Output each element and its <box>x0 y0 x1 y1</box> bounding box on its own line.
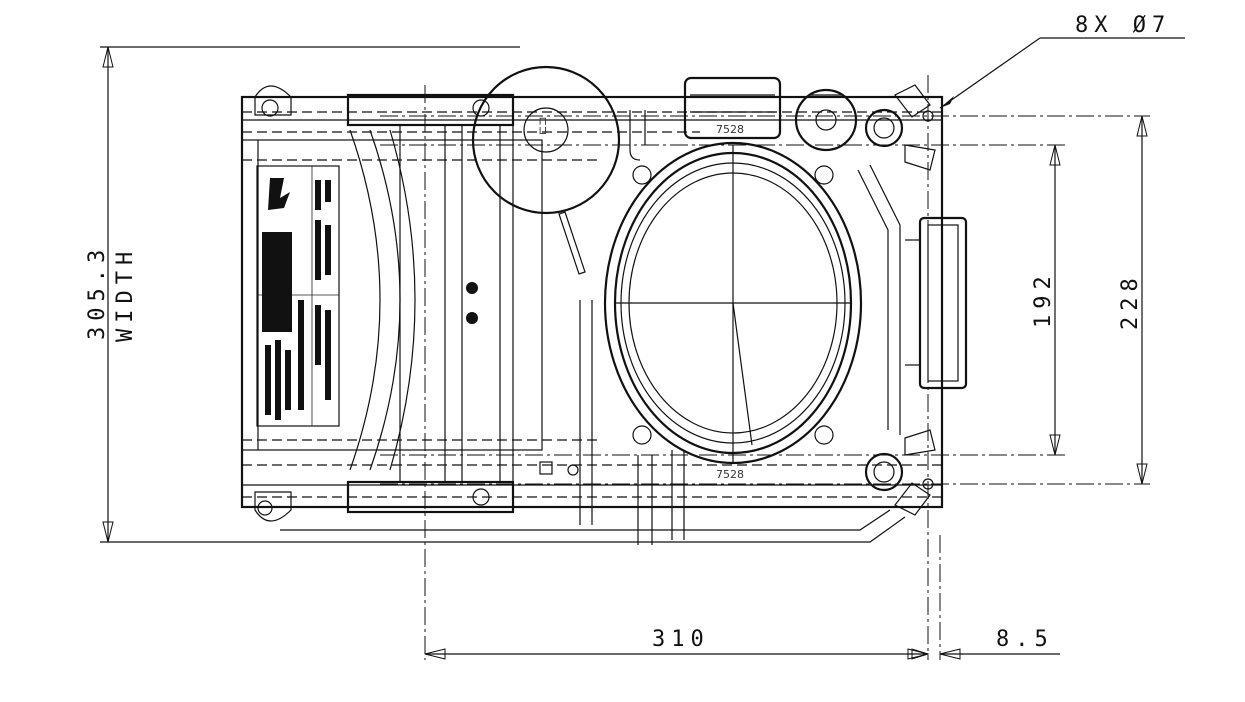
width-label: WIDTH <box>113 246 138 342</box>
gauge: ⊏⊐ <box>471 65 621 275</box>
hole-callout-text: 8X Ø7 <box>1075 13 1171 38</box>
width-value: 305.3 <box>85 244 110 340</box>
dim-310-text: 310 <box>652 627 710 652</box>
dim-8-5-text: 8.5 <box>996 627 1054 652</box>
part-mark-top: 7528 <box>716 123 744 136</box>
dim-8-5: 8.5 <box>911 627 1060 660</box>
dim-310: 310 <box>424 627 929 660</box>
filter-frame <box>346 93 579 514</box>
width-dimension: 305.3 WIDTH <box>85 46 520 543</box>
part-mark-bottom: 7528 <box>716 468 744 481</box>
connector <box>905 216 968 390</box>
nameplate <box>256 165 340 427</box>
center-lines <box>380 75 1150 660</box>
hole-callout: 8X Ø7 <box>939 13 1185 109</box>
dim-192: 192 <box>1031 144 1061 456</box>
tubes <box>280 110 906 545</box>
svg-text:⊏⊐: ⊏⊐ <box>536 117 549 135</box>
dim-228: 228 <box>1118 115 1148 485</box>
dim-228-text: 228 <box>1118 272 1143 330</box>
dim-192-text: 192 <box>1031 270 1056 328</box>
right-valve <box>794 88 858 152</box>
main-flange: 7528 7528 <box>603 76 863 481</box>
mount-bosses <box>864 84 936 516</box>
